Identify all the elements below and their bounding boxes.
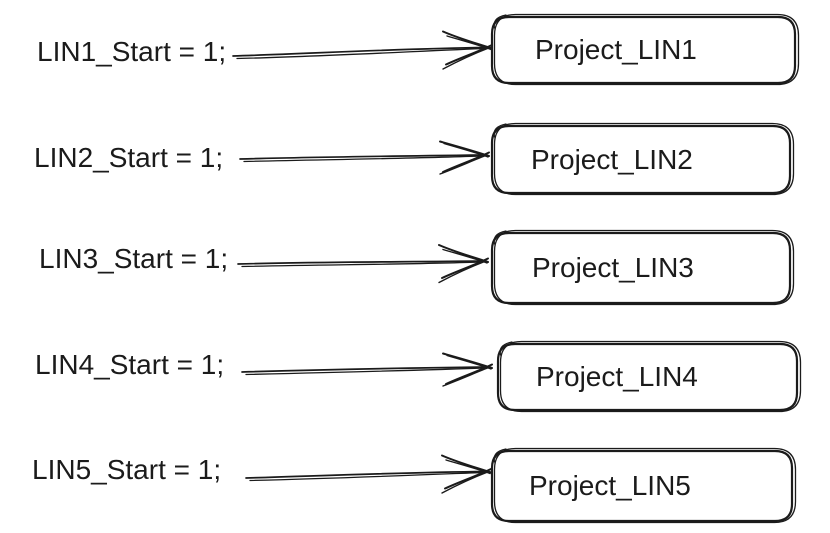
right-arrow-icon	[241, 352, 493, 387]
project-box-label: Project_LIN4	[536, 361, 698, 392]
project-box-outline	[490, 447, 797, 524]
assignment-label: LIN2_Start = 1;	[34, 142, 224, 173]
project-box-label: Project_LIN3	[532, 252, 694, 283]
project-box-label: Project_LIN1	[535, 34, 697, 65]
assignment-label: LIN4_Start = 1;	[35, 349, 225, 380]
right-arrow-icon	[237, 244, 489, 284]
assignment-label: LIN1_Start = 1;	[37, 36, 227, 67]
project-box-outline	[490, 13, 800, 86]
project-box-outline	[496, 340, 802, 413]
project-box-label: Project_LIN2	[531, 143, 693, 175]
assignment-label: LIN5_Start = 1;	[32, 454, 222, 485]
project-box-outline	[490, 122, 795, 196]
right-arrow-icon	[232, 30, 493, 70]
right-arrow-icon	[245, 454, 492, 494]
assignment-label: LIN3_Start = 1;	[39, 243, 229, 274]
project-box-label: Project_LIN5	[529, 470, 691, 501]
project-box-outline	[490, 229, 795, 306]
right-arrow-icon	[239, 140, 490, 175]
